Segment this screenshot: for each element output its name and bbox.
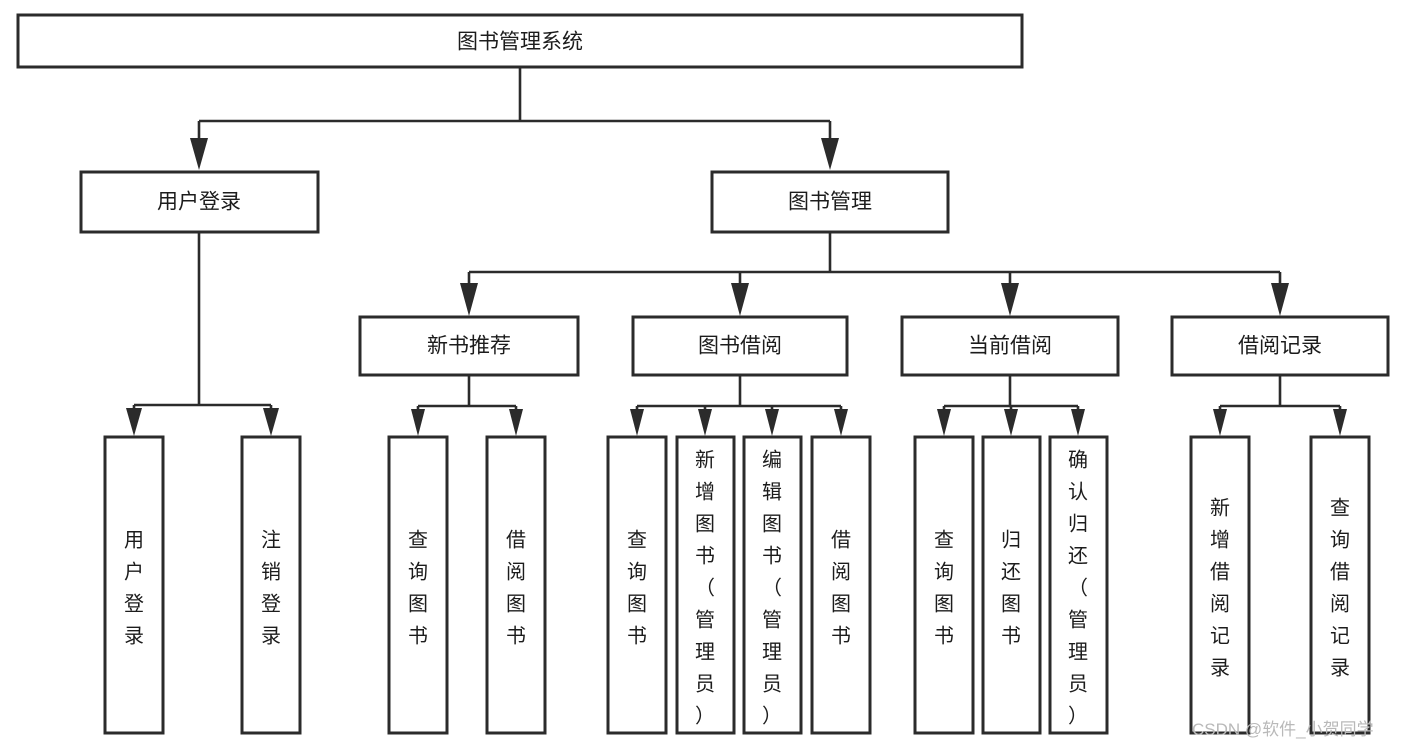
node-leaf-return-book[interactable]: 归还图书 [981,435,1042,735]
node-leaf-return-book-box[interactable] [981,435,1042,735]
arrow-head-leaf-query-record [1333,409,1347,436]
node-user-login-box[interactable] [79,170,320,234]
arrow-head-current-borrow [1001,283,1019,316]
node-leaf-borrow-book-2-box[interactable] [810,435,872,735]
node-leaf-user-login[interactable]: 用户登录 [103,435,165,735]
node-leaf-query-book-2[interactable]: 查询图书 [606,435,668,735]
node-borrow-record-box[interactable] [1170,315,1390,377]
arrow-head-leaf-return-book [1004,409,1018,436]
node-new-book-recommend-box[interactable] [358,315,580,377]
node-leaf-query-book-2-label: 查询图书 [627,529,647,648]
node-leaf-borrow-book-2-label: 借阅图书 [831,529,851,648]
node-leaf-return-book-label: 归还图书 [1001,529,1021,648]
node-leaf-borrow-book-1-label: 借阅图书 [506,529,526,648]
node-leaf-add-book-box[interactable] [675,435,736,735]
node-leaf-query-book-1[interactable]: 查询图书 [387,435,449,735]
node-leaf-add-record-label: 新增借阅记录 [1210,497,1230,680]
node-leaf-query-book-3[interactable]: 查询图书 [913,435,975,735]
arrow-head-leaf-logout [263,408,279,436]
arrow-head-leaf-add-record [1213,409,1227,436]
arrow-head-leaf-borrow-book-2 [834,409,848,436]
node-current-borrow-box[interactable] [900,315,1120,377]
node-leaf-borrow-book-1[interactable]: 借阅图书 [485,435,547,735]
arrow-head-leaf-query-book-1 [411,409,425,436]
node-book-borrow[interactable]: 图书借阅 [631,315,849,377]
node-leaf-logout-login-label: 注销登录 [261,529,281,648]
node-leaf-borrow-book-2[interactable]: 借阅图书 [810,435,872,735]
node-leaf-query-book-1-box[interactable] [387,435,449,735]
node-leaf-query-record[interactable]: 查询借阅记录 [1309,435,1371,735]
node-user-login-label: 用户登录 [157,191,241,214]
node-leaf-user-login-box[interactable] [103,435,165,735]
node-leaf-query-record-label: 查询借阅记录 [1330,497,1350,680]
node-leaf-confirm-return-box[interactable] [1048,435,1109,735]
arrow-head-leaf-borrow-book-1 [509,409,523,436]
arrow-head-leaf-user-login [126,408,142,436]
node-leaf-add-record-box[interactable] [1189,435,1251,735]
node-leaf-borrow-book-1-box[interactable] [485,435,547,735]
node-leaf-user-login-label: 用户登录 [124,530,144,648]
node-current-borrow[interactable]: 当前借阅 [900,315,1120,377]
node-book-management[interactable]: 图书管理 [710,170,950,234]
arrow-head-user-login [190,138,208,170]
connector-layer [126,67,1347,436]
node-leaf-query-book-2-box[interactable] [606,435,668,735]
arrow-head-book-mgmt [821,138,839,170]
node-leaf-edit-book-box[interactable] [742,435,803,735]
arrow-head-borrow-record [1271,283,1289,316]
arrow-head-leaf-query-book-2 [630,409,644,436]
node-root-box[interactable] [16,13,1024,69]
node-book-borrow-box[interactable] [631,315,849,377]
node-new-book-recommend[interactable]: 新书推荐 [358,315,580,377]
node-leaf-query-record-box[interactable] [1309,435,1371,735]
node-leaf-query-book-3-box[interactable] [913,435,975,735]
node-leaf-confirm-return-label: 确认归还（管理员） [1068,449,1088,728]
node-borrow-record[interactable]: 借阅记录 [1170,315,1390,377]
node-leaf-query-book-3-label: 查询图书 [934,529,954,648]
arrow-head-leaf-query-book-3 [937,409,951,436]
arrow-head-leaf-edit-book [765,409,779,436]
arrow-head-leaf-confirm-return [1071,409,1085,436]
node-current-borrow-label: 当前借阅 [968,335,1052,358]
node-root-label: 图书管理系统 [457,31,583,54]
node-leaf-add-book-label: 新增图书（管理员） [695,449,715,728]
arrow-head-leaf-add-book [698,409,712,436]
node-root[interactable]: 图书管理系统 [16,13,1024,69]
node-borrow-record-label: 借阅记录 [1238,335,1322,358]
node-leaf-query-book-1-label: 查询图书 [408,529,428,648]
arrow-head-book-borrow [731,283,749,316]
node-book-management-box[interactable] [710,170,950,234]
node-leaf-add-book[interactable]: 新增图书（管理员） [675,435,736,735]
node-leaf-logout-login[interactable]: 注销登录 [240,435,302,735]
node-book-management-label: 图书管理 [788,191,872,214]
node-leaf-logout-login-box[interactable] [240,435,302,735]
node-user-login[interactable]: 用户登录 [79,170,320,234]
node-new-book-recommend-label: 新书推荐 [427,335,511,358]
node-leaf-confirm-return[interactable]: 确认归还（管理员） [1048,435,1109,735]
node-book-borrow-label: 图书借阅 [698,335,782,358]
node-leaf-edit-book-label: 编辑图书（管理员） [762,449,782,728]
node-leaf-edit-book[interactable]: 编辑图书（管理员） [742,435,803,735]
arrow-head-new-book [460,283,478,316]
csdn-watermark: CSDN @软件_小贺同学 [1192,720,1374,739]
node-leaf-add-record[interactable]: 新增借阅记录 [1189,435,1251,735]
